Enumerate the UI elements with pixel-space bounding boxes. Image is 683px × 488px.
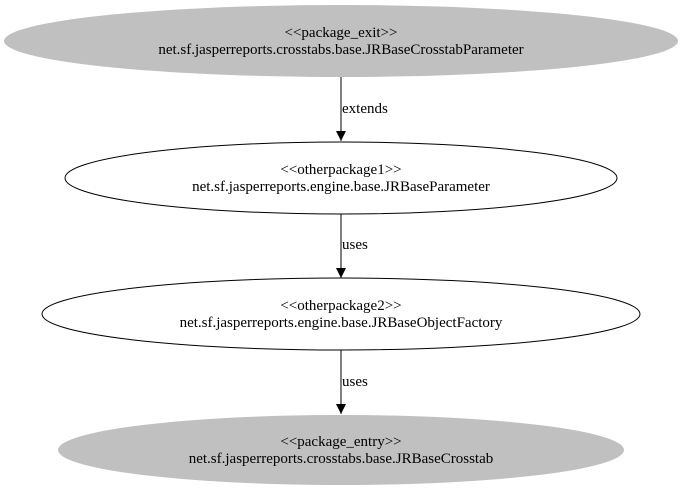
node-otherpackage1-stereotype: <<otherpackage1>> bbox=[280, 162, 401, 178]
node-otherpackage1[interactable]: <<otherpackage1>> net.sf.jasperreports.e… bbox=[64, 141, 618, 215]
edge-uses-2: uses bbox=[336, 350, 368, 414]
node-otherpackage2-stereotype: <<otherpackage2>> bbox=[280, 298, 401, 314]
edge-extends: extends bbox=[336, 77, 388, 141]
node-package-entry[interactable]: <<package_entry>> net.sf.jasperreports.c… bbox=[58, 415, 624, 485]
node-otherpackage2-name: net.sf.jasperreports.engine.base.JRBaseO… bbox=[180, 315, 503, 331]
node-package-entry-name: net.sf.jasperreports.crosstabs.base.JRBa… bbox=[189, 451, 494, 467]
edge-uses-2-label: uses bbox=[342, 374, 368, 390]
node-otherpackage2-shape bbox=[41, 277, 641, 351]
node-package-entry-shape bbox=[58, 415, 624, 485]
node-otherpackage2[interactable]: <<otherpackage2>> net.sf.jasperreports.e… bbox=[41, 277, 641, 351]
edge-uses-1-label: uses bbox=[342, 237, 368, 253]
node-package-entry-stereotype: <<package_entry>> bbox=[280, 434, 401, 450]
node-package-exit[interactable]: <<package_exit>> net.sf.jasperreports.cr… bbox=[4, 5, 678, 77]
node-otherpackage1-name: net.sf.jasperreports.engine.base.JRBaseP… bbox=[192, 179, 490, 195]
node-package-exit-name: net.sf.jasperreports.crosstabs.base.JRBa… bbox=[158, 42, 523, 58]
node-otherpackage1-shape bbox=[64, 141, 618, 215]
edge-extends-label: extends bbox=[342, 101, 388, 117]
node-package-exit-stereotype: <<package_exit>> bbox=[285, 25, 398, 41]
node-package-exit-shape bbox=[4, 5, 678, 77]
edge-uses-1: uses bbox=[336, 214, 368, 278]
